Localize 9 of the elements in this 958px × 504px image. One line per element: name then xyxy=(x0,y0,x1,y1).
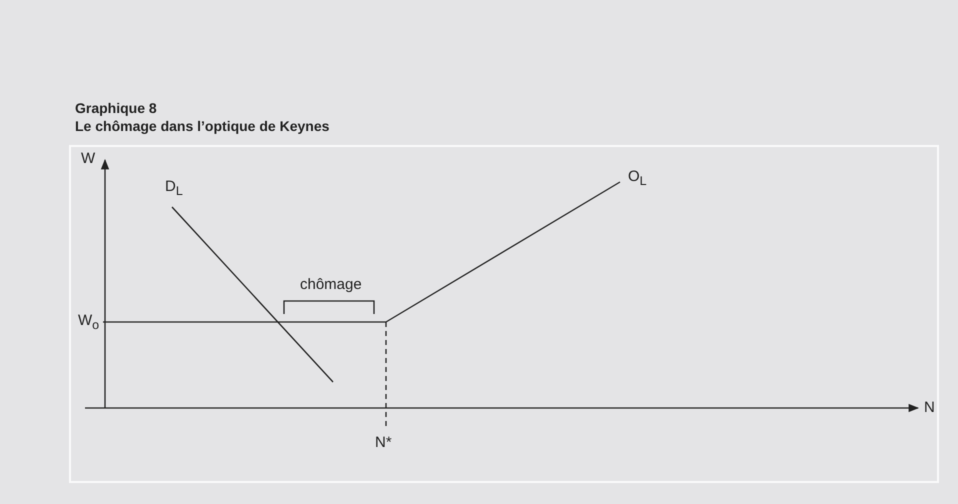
curve-label: D$_{L}$ xyxy=(165,178,183,198)
axis-label: N xyxy=(924,399,935,416)
axis-label: W xyxy=(81,150,96,167)
bracket-label: chômage xyxy=(300,276,362,293)
chart-subtitle: Le chômage dans l’optique de Keynes xyxy=(75,118,330,134)
axis-value-label: N* xyxy=(375,434,392,451)
axis-value-label: W$_{o}$ xyxy=(78,312,100,332)
curve-label: O$_{L}$ xyxy=(628,168,647,188)
chart-title: Graphique 8 xyxy=(75,100,157,116)
